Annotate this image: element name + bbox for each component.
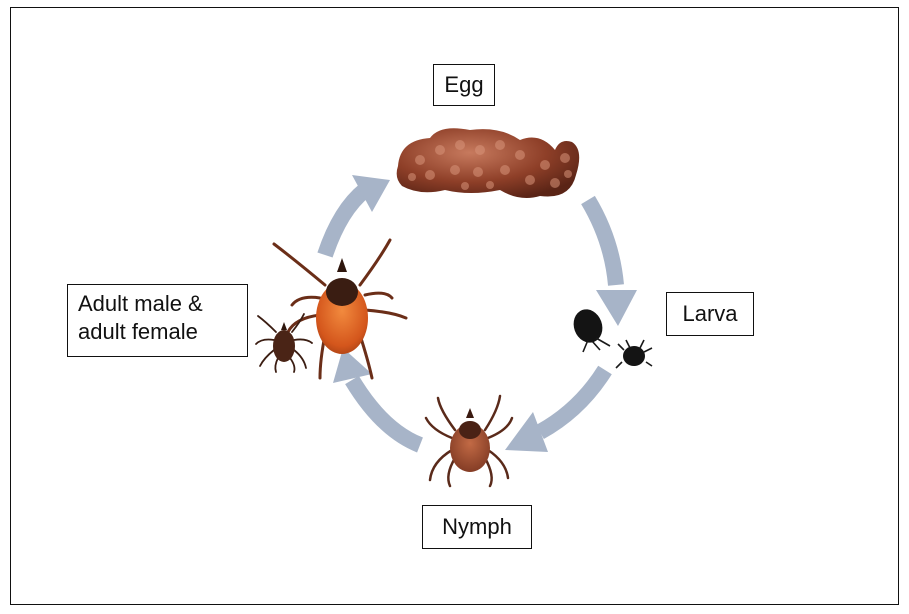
nymph-label-text: Nymph bbox=[442, 514, 512, 539]
arrowhead-larva bbox=[596, 290, 637, 326]
adult-female-tick-icon bbox=[274, 240, 406, 378]
adult-label-line2: adult female bbox=[78, 318, 247, 346]
adult-label-line1: Adult male & bbox=[78, 290, 247, 318]
stage-label-egg: Egg bbox=[433, 64, 495, 106]
arrow-adult-to-egg bbox=[325, 190, 365, 255]
adult-male-tick-icon bbox=[256, 314, 312, 372]
arrow-larva-to-nymph bbox=[540, 370, 605, 432]
stage-label-nymph: Nymph bbox=[422, 505, 532, 549]
nymph-tick-icon bbox=[426, 396, 512, 486]
stage-label-adult: Adult male & adult female bbox=[67, 284, 248, 357]
larva-label-text: Larva bbox=[682, 301, 737, 326]
cycle-arrow-icon bbox=[325, 190, 616, 445]
larva-tick-icon bbox=[569, 305, 652, 368]
arrow-egg-to-larva bbox=[588, 200, 616, 285]
arrow-nymph-to-adult bbox=[352, 380, 420, 445]
stage-label-larva: Larva bbox=[666, 292, 754, 336]
egg-cluster-icon bbox=[397, 128, 580, 198]
egg-label-text: Egg bbox=[444, 72, 483, 97]
